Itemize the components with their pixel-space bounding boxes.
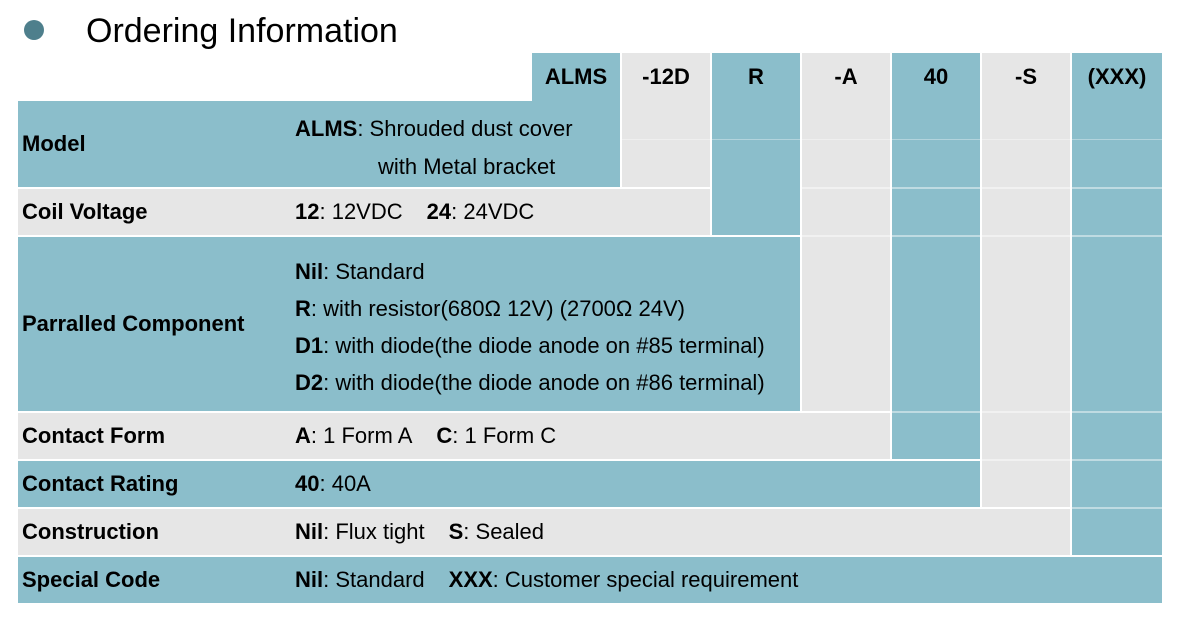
code-xxx: XXX [448, 567, 493, 592]
row-divider [622, 139, 1162, 140]
code-c: C [436, 423, 453, 448]
header-cell-bg [712, 53, 800, 101]
column-12d-bg [622, 101, 710, 187]
header-code-a: -A [834, 64, 858, 89]
code-nil: Nil [295, 519, 324, 544]
row-label-contact-rating: Contact Rating [22, 471, 179, 496]
row-divider [982, 459, 1162, 461]
row-coil-bg [18, 189, 710, 235]
column-r-bg [712, 101, 800, 235]
column-xxx-bg [1072, 101, 1162, 555]
row-parallel-bg [18, 237, 800, 411]
header-code-12d: -12D [642, 64, 690, 89]
row-divider [892, 411, 1162, 413]
desc-40: : 40A [319, 471, 371, 496]
option-line: Nil: Standard [295, 253, 425, 290]
code-12: 12 [295, 199, 320, 224]
row-model-bg [18, 101, 620, 187]
header-cell-bg [982, 53, 1070, 101]
header-cell-bg [892, 53, 980, 101]
desc-c: : 1 Form C [452, 423, 557, 448]
column-40-bg [892, 101, 980, 459]
model-desc-line1: ALMS: Shrouded dust cover [295, 110, 573, 147]
header-code-alms: ALMS [544, 64, 608, 89]
model-desc-line2: with Metal bracket [378, 153, 556, 179]
header-cell-bg [532, 53, 620, 101]
row-label-coil-voltage: Coil Voltage [22, 199, 148, 224]
model-code: ALMS [295, 115, 358, 141]
column-s-bg [982, 101, 1070, 507]
header-cell-bg [802, 53, 890, 101]
desc-12: : 12VDC [319, 199, 403, 224]
code-nil: Nil [295, 567, 324, 592]
code-24: 24 [426, 199, 452, 224]
row-divider [1072, 507, 1162, 509]
row-divider [802, 235, 1162, 237]
desc-a: : 1 Form A [310, 423, 413, 448]
header-code-xxx: (XXX) [1087, 64, 1147, 89]
desc-nil: : Standard [323, 567, 425, 592]
desc-24: : 24VDC [451, 199, 535, 224]
row-label-special-code: Special Code [22, 567, 161, 592]
row-construction-bg [18, 509, 1070, 555]
code-40: 40 [295, 471, 320, 496]
header-cell-bg [1072, 53, 1162, 101]
desc-d2: : with diode(the diode anode on #86 term… [323, 369, 765, 395]
coil-voltage-desc: 12: 12VDC 24: 24VDC [295, 189, 534, 235]
construction-desc: Nil: Flux tight S: Sealed [295, 509, 544, 555]
header-cell-bg [622, 53, 710, 101]
contact-form-desc: A: 1 Form A C: 1 Form C [295, 413, 556, 459]
contact-rating-desc: 40: 40A [295, 461, 371, 507]
page-title: Ordering Information [86, 12, 398, 50]
code-r: R [295, 295, 311, 321]
row-label-parallel-component: Parralled Component [22, 311, 245, 336]
code-nil: Nil [295, 258, 324, 284]
code-a: A [295, 423, 311, 448]
desc-d1: : with diode(the diode anode on #85 term… [323, 332, 765, 358]
header-code-s: -S [1015, 64, 1037, 89]
title-bullet-icon [24, 20, 44, 40]
option-line: D2: with diode(the diode anode on #86 te… [295, 364, 765, 401]
row-contact-rating-bg [18, 461, 980, 507]
desc-xxx: : Customer special requirement [492, 567, 799, 592]
column-a-bg [802, 101, 890, 411]
parallel-component-desc: Nil: Standard R: with resistor(680Ω 12V)… [295, 253, 765, 401]
code-d2: D2 [295, 369, 324, 395]
row-label-model: Model [22, 131, 86, 156]
desc-s: : Sealed [463, 519, 545, 544]
row-contact-form-bg [18, 413, 890, 459]
desc-r: : with resistor(680Ω 12V) (2700Ω 24V) [310, 295, 685, 321]
row-label-contact-form: Contact Form [22, 423, 165, 448]
row-label-construction: Construction [22, 519, 159, 544]
header-code-r: R [748, 64, 764, 89]
desc-nil: : Standard [323, 258, 425, 284]
code-d1: D1 [295, 332, 324, 358]
model-desc-text: : Shrouded dust cover [357, 115, 573, 141]
special-code-desc: Nil: Standard XXX: Customer special requi… [295, 557, 798, 603]
code-s: S [448, 519, 464, 544]
row-special-bg [18, 557, 1162, 603]
option-line: D1: with diode(the diode anode on #85 te… [295, 327, 765, 364]
desc-nil: : Flux tight [323, 519, 425, 544]
header-code-40: 40 [923, 64, 949, 89]
option-line: R: with resistor(680Ω 12V) (2700Ω 24V) [295, 290, 685, 327]
row-divider [802, 187, 1162, 189]
